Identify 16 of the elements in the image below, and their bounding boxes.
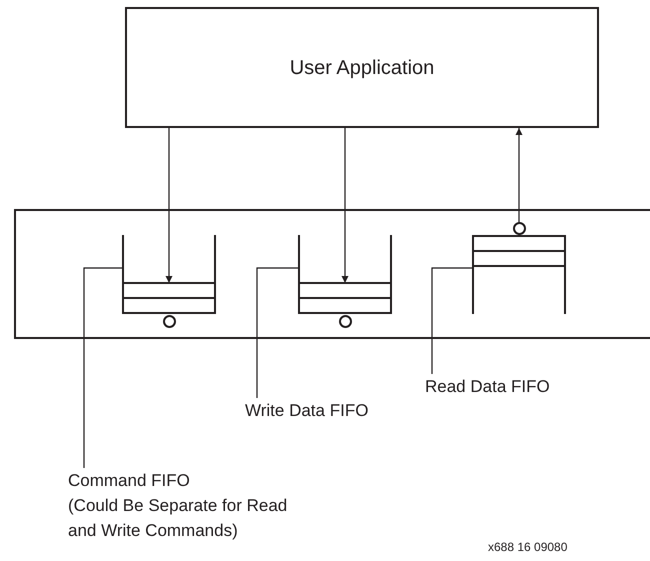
- process-box: [125, 7, 599, 128]
- callout-label: (Could Be Separate for Read and Write Commands): [68, 495, 288, 542]
- arrow: [342, 128, 348, 283]
- fifo-symbol: [122, 234, 216, 315]
- module-box: [14, 209, 650, 339]
- callout-label: Write Data FIFO: [245, 400, 370, 422]
- leader-line: [256, 267, 298, 398]
- callout-label: Read Data FIFO: [425, 376, 551, 398]
- leader-line: [431, 267, 472, 374]
- fifo-symbol: [472, 234, 566, 315]
- arrow: [166, 128, 172, 283]
- fifo-symbol: [298, 234, 392, 315]
- callout-label: Command FIFO: [68, 470, 191, 492]
- box-label: User Application: [290, 56, 434, 80]
- leader-line: [83, 267, 122, 468]
- figure-id: x688 16 09080: [488, 540, 568, 554]
